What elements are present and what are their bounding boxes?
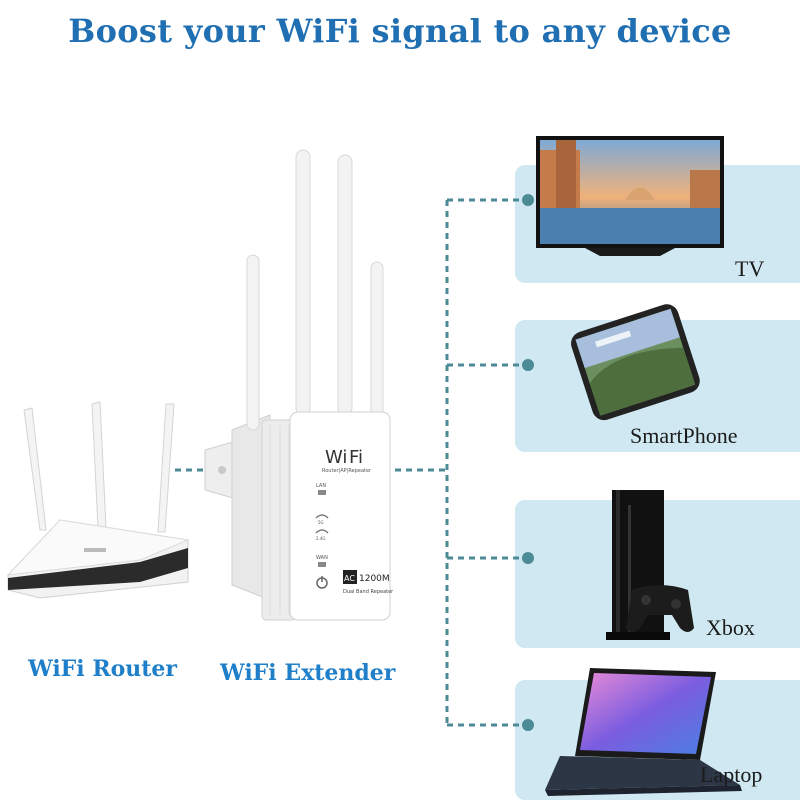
- wifi-router-image: [6, 401, 190, 599]
- smartphone-image: [571, 304, 700, 421]
- extender-badge-sub: Dual Band Repeater: [343, 589, 394, 595]
- extender-led-wan: WAN: [316, 555, 328, 561]
- tv-connector-dot: [522, 194, 534, 206]
- extender-led-5g: 5G: [318, 520, 324, 525]
- xbox-image: [606, 490, 694, 640]
- extender-led-24g: 2.4G: [316, 536, 325, 541]
- wifi-extender-caption: WiFi Extender: [220, 660, 396, 686]
- extender-print: Wi Fi Router|AP|Repeater LAN 5G 2.4G WAN…: [316, 447, 394, 595]
- smartphone-connector-dot: [522, 359, 534, 371]
- extender-brand-fi: Fi: [349, 447, 363, 468]
- headline: Boost your WiFi signal to any device: [68, 12, 732, 50]
- extender-led-lan: LAN: [316, 483, 326, 489]
- xbox-label: Xbox: [706, 615, 755, 640]
- extender-badge-speed: 1200M: [359, 574, 390, 584]
- extender-subtitle: Router|AP|Repeater: [322, 468, 372, 474]
- xbox-connector-dot: [522, 552, 534, 564]
- laptop-connector-dot: [522, 719, 534, 731]
- extender-brand-wi: Wi: [325, 447, 347, 468]
- extender-badge-ac: AC: [344, 574, 355, 583]
- laptop-image: [545, 668, 742, 796]
- smartphone-label: SmartPhone: [630, 423, 738, 448]
- wifi-router-caption: WiFi Router: [28, 656, 178, 682]
- laptop-label: Laptop: [700, 762, 763, 787]
- tv-label: TV: [735, 256, 765, 281]
- wifi-extender-image: [204, 149, 391, 621]
- tv-image: [536, 136, 724, 256]
